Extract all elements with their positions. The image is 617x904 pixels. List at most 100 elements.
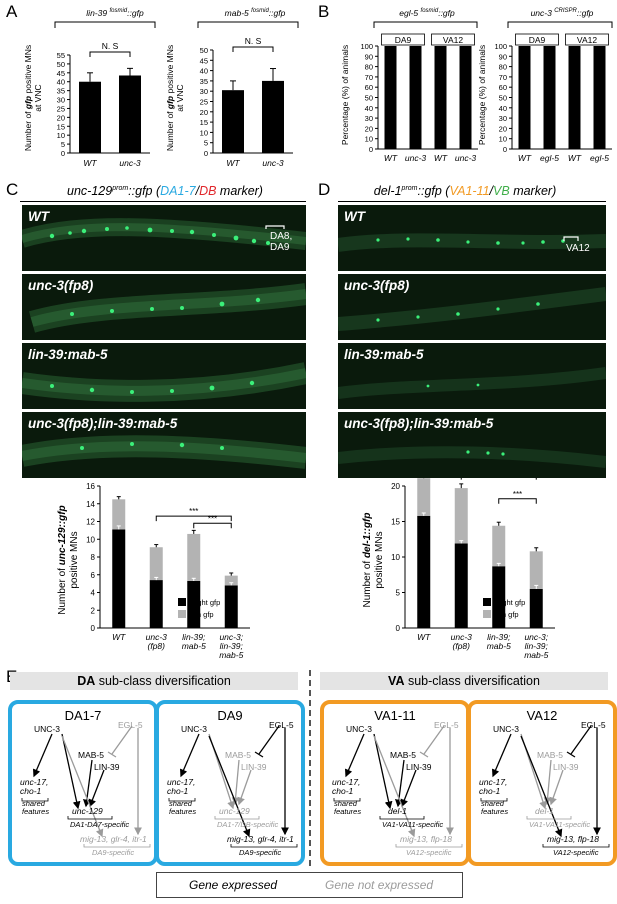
bar bbox=[409, 46, 422, 149]
y-tick-label: 35 bbox=[57, 87, 65, 96]
target-note: DA1-DA7-specific bbox=[70, 820, 130, 829]
box-da9: DA9 UNC-3 EGL-5 MAB-5 LIN-39 unc-17,cho-… bbox=[155, 700, 305, 866]
bracket-va12 bbox=[563, 236, 579, 241]
y-tick-label: 10 bbox=[200, 128, 208, 137]
y-tick-label: 20 bbox=[57, 113, 65, 122]
bar-dim bbox=[529, 551, 543, 589]
group-label: DA9 bbox=[395, 35, 412, 45]
panel-letter-c: C bbox=[6, 180, 19, 199]
y-tick-label: 50 bbox=[365, 94, 373, 103]
x-tick-label: WT bbox=[518, 153, 532, 163]
micrograph-c-wt: WT DA8,DA9 bbox=[22, 205, 306, 271]
chart-b2-ylabel: Percentage (%) of animals bbox=[477, 44, 487, 146]
y-tick-label: 15 bbox=[57, 122, 65, 131]
worm-image bbox=[22, 362, 306, 402]
mab5-label: MAB-5 bbox=[390, 750, 416, 760]
mab5-label: MAB-5 bbox=[78, 750, 104, 760]
bottom-note: VA12-specific bbox=[553, 848, 599, 857]
unc3-label: UNC-3 bbox=[181, 724, 207, 734]
y-tick-label: 20 bbox=[391, 482, 400, 491]
group-label: VA12 bbox=[443, 35, 463, 45]
y-tick-label: 40 bbox=[200, 67, 208, 76]
bar bbox=[222, 90, 244, 153]
y-tick-label: 40 bbox=[57, 78, 65, 87]
bar-bright bbox=[187, 580, 201, 628]
x-tick-label: unc-3 bbox=[262, 158, 284, 168]
panel-c-title-rule bbox=[20, 201, 306, 202]
y-tick-label: 25 bbox=[57, 104, 65, 113]
regulatory-network bbox=[480, 725, 610, 848]
bar-dim bbox=[417, 478, 431, 516]
bar bbox=[384, 46, 397, 149]
significance-label: *** bbox=[189, 507, 198, 516]
y-tick-label: 0 bbox=[369, 145, 373, 154]
group-box bbox=[431, 33, 475, 46]
panel-letter-b: B bbox=[318, 2, 330, 21]
bar bbox=[79, 81, 101, 153]
micro-label: lin-39:mab-5 bbox=[344, 347, 424, 362]
target-note: DA1-7/DB-specific bbox=[217, 820, 279, 829]
y-tick-label: 50 bbox=[499, 94, 507, 103]
chart-a1-title: lin-39 fosmid::gfp bbox=[86, 8, 144, 18]
worm-image bbox=[22, 435, 306, 469]
egl5-label: EGL-5 bbox=[581, 720, 606, 730]
lin39-label: LIN-39 bbox=[94, 762, 120, 772]
bar bbox=[262, 80, 284, 153]
worm-image bbox=[22, 218, 306, 250]
y-tick-label: 60 bbox=[365, 83, 373, 92]
bottom-note: DA9-specific bbox=[92, 848, 135, 857]
header-bracket bbox=[373, 21, 478, 28]
target-note: VA1-VA11-specific bbox=[529, 820, 591, 829]
bottom-genes: mig-13, glr-4, itr-1 bbox=[227, 834, 294, 844]
x-tick-label: lin-39; bbox=[220, 641, 244, 651]
y-tick-label: 0 bbox=[91, 624, 96, 633]
y-tick-label: 90 bbox=[499, 52, 507, 61]
y-tick-label: 5 bbox=[61, 140, 65, 149]
y-tick-label: 15 bbox=[391, 518, 400, 527]
unc3-label: UNC-3 bbox=[346, 724, 372, 734]
y-tick-label: 45 bbox=[57, 69, 65, 78]
y-tick-label: 4 bbox=[91, 589, 96, 598]
worm-image bbox=[338, 287, 606, 331]
group-label: DA9 bbox=[529, 35, 546, 45]
y-tick-label: 10 bbox=[391, 553, 400, 562]
ns-bracket bbox=[89, 51, 131, 57]
y-tick-label: 45 bbox=[200, 56, 208, 65]
y-tick-label: 80 bbox=[365, 63, 373, 72]
y-tick-label: 100 bbox=[494, 42, 507, 51]
box-da1-7: DA1-7 UNC-3 EGL-5 MAB-5 LIN-39 unc-17,ch… bbox=[8, 700, 158, 866]
legend-label-dim: dim gfp bbox=[494, 610, 519, 619]
micrograph-c-unc3: unc-3(fp8) bbox=[22, 274, 306, 340]
target-gene: unc-129 bbox=[72, 806, 103, 816]
chart-b1-title: egl-5 fosmid::gfp bbox=[399, 8, 455, 18]
bar-dim bbox=[492, 525, 506, 567]
legend-label-bright: bright gfp bbox=[494, 598, 525, 607]
group-box bbox=[565, 33, 609, 46]
y-tick-label: 70 bbox=[499, 73, 507, 82]
micrograph-d-wt: WT VA12 bbox=[338, 205, 606, 271]
x-tick-label: egl-5 bbox=[590, 153, 609, 163]
shared-genes: unc-17,cho-1 bbox=[20, 777, 49, 796]
regulatory-network bbox=[168, 725, 298, 848]
bar bbox=[119, 75, 141, 153]
bar-dim bbox=[224, 575, 238, 586]
bar-bright bbox=[417, 515, 431, 628]
micrograph-c-lin39mab5: lin-39:mab-5 bbox=[22, 343, 306, 409]
significance-bracket bbox=[193, 522, 232, 529]
worm-image bbox=[28, 283, 306, 333]
mab5-label: MAB-5 bbox=[537, 750, 563, 760]
dashed-divider bbox=[309, 670, 311, 866]
header-bracket bbox=[197, 21, 299, 28]
y-tick-label: 0 bbox=[396, 624, 401, 633]
y-tick-label: 10 bbox=[86, 535, 95, 544]
legend-expressed: Gene expressed bbox=[189, 878, 278, 892]
y-tick-label: 40 bbox=[365, 104, 373, 113]
micrograph-d-unc3: unc-3(fp8) bbox=[338, 274, 606, 340]
y-tick-label: 6 bbox=[91, 571, 96, 580]
bar-bright bbox=[149, 580, 163, 628]
panel-d-title-rule bbox=[338, 201, 606, 202]
